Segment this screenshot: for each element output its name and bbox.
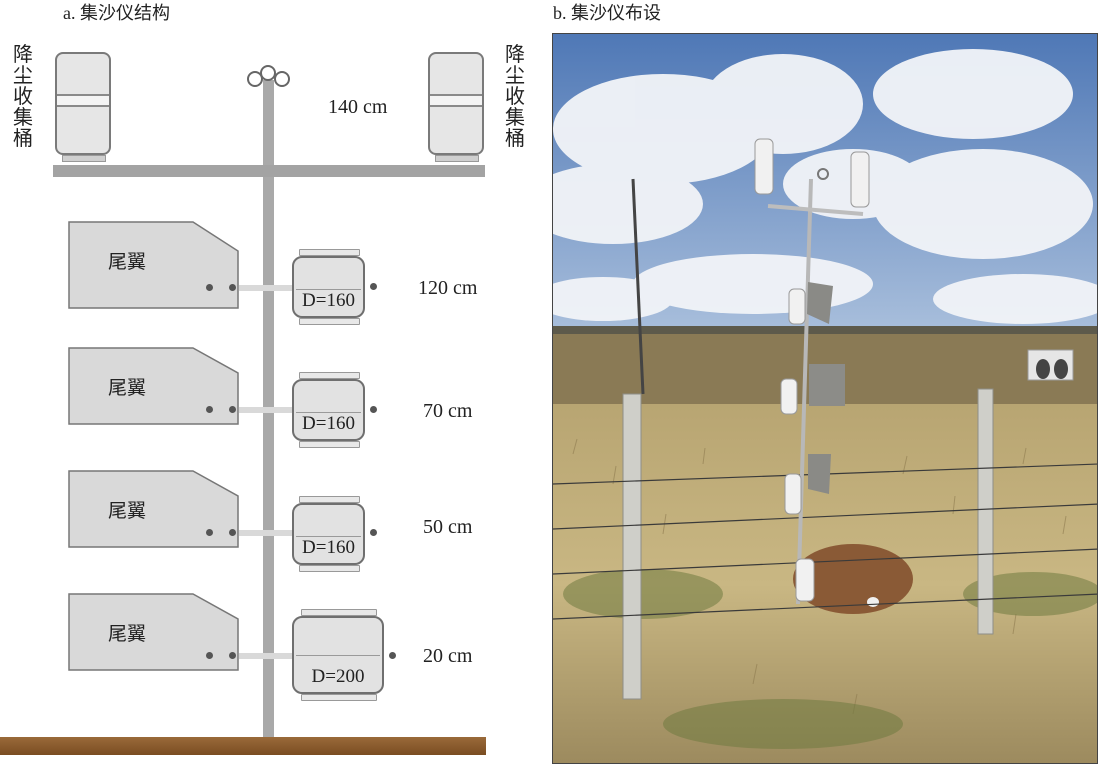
sand-sampler-level-1: D=160 — [292, 249, 367, 325]
height-label-140: 140 cm — [328, 96, 388, 118]
panel-a-caption: a. 集沙仪结构 — [63, 3, 170, 23]
tail-wing-level-4: 尾翼 — [68, 593, 239, 681]
field-deployment-photo — [552, 33, 1098, 764]
bolt-dot — [389, 652, 396, 659]
bucket-foot — [62, 155, 106, 162]
sampler-top-cap — [299, 496, 360, 503]
tail-wing-level-2: 尾翼 — [68, 347, 239, 435]
label-char: 集 — [505, 105, 525, 129]
dust-bucket-right — [428, 52, 484, 162]
bolt-dot — [370, 406, 377, 413]
sampler-top-cap — [299, 372, 360, 379]
tail-wing-level-1: 尾翼 — [68, 221, 239, 309]
top-crossbar — [53, 165, 485, 177]
left-dust-bucket-label: 降 尘 收 集 桶 — [12, 44, 34, 149]
bolt-dot — [370, 283, 377, 290]
label-char: 收 — [13, 84, 33, 108]
sampler-top-cap — [301, 609, 377, 616]
bolt-dot — [229, 652, 236, 659]
bolt-dot — [206, 652, 213, 659]
bolt-dot — [229, 529, 236, 536]
bucket-foot — [435, 155, 479, 162]
height-label-level-2: 70 cm — [423, 400, 473, 422]
label-char: 降 — [505, 42, 525, 66]
bolt-dot — [370, 529, 377, 536]
height-label-level-3: 50 cm — [423, 516, 473, 538]
sampler-seam — [296, 655, 380, 656]
sand-sampler-level-2: D=160 — [292, 372, 367, 448]
sampler-body: D=200 — [292, 616, 384, 694]
label-char: 尘 — [505, 63, 525, 87]
height-label-level-4: 20 cm — [423, 645, 473, 667]
sampler-seam — [296, 412, 361, 413]
sand-sampler-level-3: D=160 — [292, 496, 367, 572]
sampler-diameter-label: D=160 — [302, 290, 355, 311]
connector-arm — [239, 530, 295, 536]
sand-sampler-level-4: D=200 — [292, 609, 386, 701]
bolt-dot — [206, 529, 213, 536]
label-char: 降 — [13, 42, 33, 66]
sampler-diameter-label: D=160 — [302, 537, 355, 558]
bolt-dot — [229, 284, 236, 291]
bolt-dot — [206, 284, 213, 291]
bucket-band — [57, 94, 109, 107]
label-char: 收 — [505, 84, 525, 108]
label-char: 桶 — [505, 126, 525, 150]
sampler-bottom-cap — [299, 441, 360, 448]
sampler-body: D=160 — [292, 379, 365, 441]
height-label-level-1: 120 cm — [418, 277, 478, 299]
tail-wing-shape — [68, 470, 239, 548]
sampler-top-cap — [299, 249, 360, 256]
bucket-body — [428, 52, 484, 155]
sampler-bottom-cap — [299, 318, 360, 325]
tail-wing-label: 尾翼 — [108, 251, 147, 273]
tail-wing-shape — [68, 593, 239, 671]
sampler-body: D=160 — [292, 256, 365, 318]
connector-arm — [239, 653, 295, 659]
tail-wing-shape — [68, 347, 239, 425]
bucket-band — [430, 94, 482, 107]
right-dust-bucket-label: 降 尘 收 集 桶 — [504, 44, 526, 149]
tail-wing-label: 尾翼 — [108, 500, 147, 522]
label-char: 桶 — [13, 126, 33, 150]
label-char: 集 — [13, 105, 33, 129]
tail-wing-label: 尾翼 — [108, 623, 147, 645]
bucket-body — [55, 52, 111, 155]
bolt-dot — [206, 406, 213, 413]
connector-arm — [239, 285, 295, 291]
sampler-diameter-label: D=160 — [302, 413, 355, 434]
tail-wing-label: 尾翼 — [108, 377, 147, 399]
panel-b-caption: b. 集沙仪布设 — [553, 3, 661, 23]
connector-arm — [239, 407, 295, 413]
label-char: 尘 — [13, 63, 33, 87]
sampler-body: D=160 — [292, 503, 365, 565]
ground-strip — [0, 737, 486, 755]
sampler-bottom-cap — [299, 565, 360, 572]
tail-wing-level-3: 尾翼 — [68, 470, 239, 558]
field-scene-illustration — [553, 34, 1097, 763]
sampler-diameter-label: D=200 — [311, 666, 365, 687]
sampler-bottom-cap — [301, 694, 377, 701]
dust-bucket-left — [55, 52, 111, 162]
bolt-dot — [229, 406, 236, 413]
sampler-seam — [296, 289, 361, 290]
tail-wing-shape — [68, 221, 239, 309]
sampler-seam — [296, 536, 361, 537]
top-rings-icon — [247, 65, 290, 87]
